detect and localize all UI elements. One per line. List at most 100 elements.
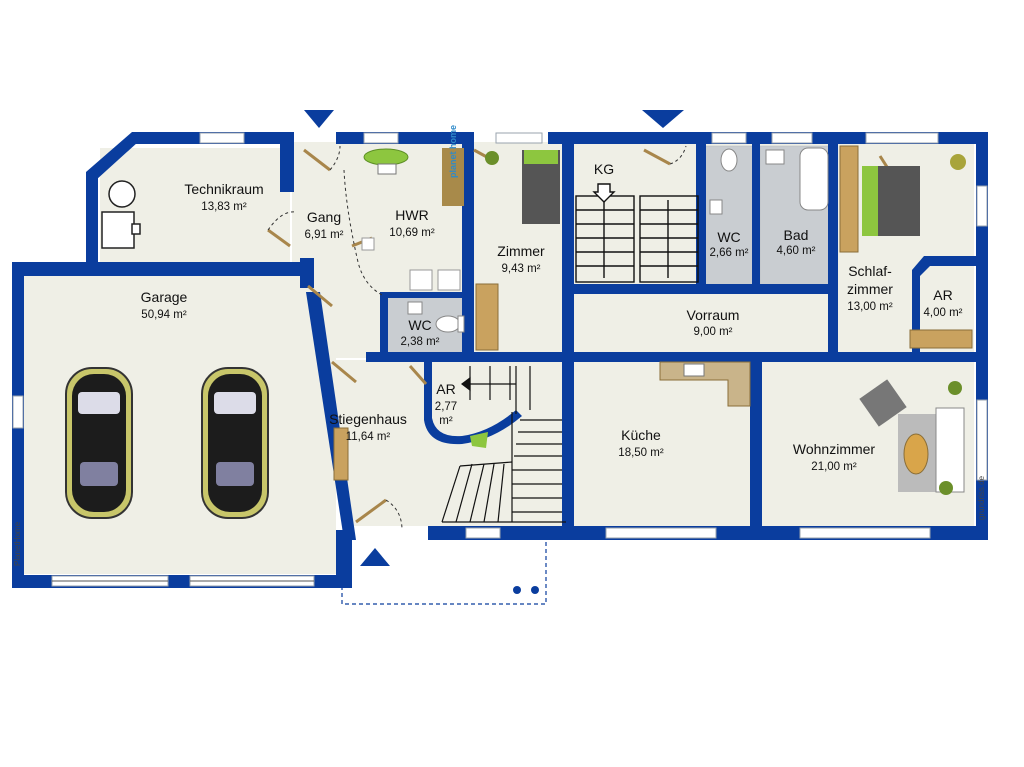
zimmer-furniture — [475, 150, 560, 351]
room-name-wohnzimmer: Wohnzimmer — [793, 441, 876, 457]
dot — [531, 586, 539, 594]
room-labels: Technikraum 13,83 m² Gang 6,91 m² HWR 10… — [141, 161, 963, 473]
room-area-bad: 4,60 m² — [777, 245, 816, 257]
room-name-kueche: Küche — [621, 427, 661, 443]
schlafzimmer-furniture — [839, 145, 973, 349]
wall — [12, 262, 308, 276]
room-name-zimmer: Zimmer — [497, 243, 545, 259]
stair-winder — [455, 463, 473, 523]
kitchen-counter-icon — [659, 361, 751, 407]
coffee-table-icon — [903, 433, 929, 475]
room-name-schlafzimmer-1: Schlaf- — [848, 263, 892, 279]
wall — [386, 292, 468, 298]
wall — [752, 132, 760, 292]
door-entry-gang — [303, 148, 331, 172]
window — [199, 132, 245, 144]
door-ar-stair — [408, 365, 428, 385]
window — [465, 527, 501, 539]
door-swings — [267, 145, 687, 531]
washer-icon — [409, 269, 433, 291]
wall — [86, 132, 138, 180]
plant-icon — [470, 432, 488, 448]
room-name-kg: KG — [594, 161, 614, 177]
room-name-gang: Gang — [307, 209, 341, 225]
door-front — [355, 498, 387, 524]
wohnzimmer-furniture — [859, 379, 965, 495]
pillow-icon — [524, 150, 558, 164]
room-name-bad: Bad — [784, 227, 809, 243]
wall — [828, 132, 838, 352]
wall — [706, 132, 988, 144]
wall — [380, 292, 388, 358]
door-kg — [643, 148, 671, 166]
entry-arrow-top-middle — [642, 110, 684, 128]
floor-kg — [572, 142, 700, 290]
room-name-vorraum: Vorraum — [687, 307, 740, 323]
sink-icon — [683, 363, 705, 377]
toilet-tank-icon — [457, 315, 465, 333]
shoe-cabinet-icon — [333, 427, 349, 481]
shelf-icon — [909, 329, 973, 349]
wall — [300, 258, 314, 288]
room-area-gang: 6,91 m² — [305, 229, 344, 241]
room-name-technikraum: Technikraum — [184, 181, 263, 197]
tank-valve-icon — [131, 223, 141, 235]
wall — [572, 284, 838, 294]
door-stiegenhaus — [331, 360, 357, 384]
window — [976, 185, 988, 227]
sofa-icon — [935, 407, 965, 493]
stairs-main — [441, 366, 566, 523]
plant-icon — [939, 481, 953, 495]
window — [976, 399, 988, 481]
technikraum-equipment — [101, 180, 141, 249]
stool-icon — [377, 163, 397, 175]
stair-winder — [441, 465, 461, 523]
pillow-icon — [862, 166, 878, 236]
wall — [900, 256, 976, 352]
branding-right: grundriss.de — [977, 475, 986, 520]
room-area-ar-stair-1: 2,77 — [435, 401, 457, 413]
room-area-ar-right: 4,00 m² — [924, 307, 963, 319]
floor-technikraum — [100, 148, 290, 268]
basin-icon — [407, 301, 423, 315]
floor-vorraum — [572, 294, 836, 352]
door-garage — [307, 284, 333, 308]
tank-icon — [101, 211, 135, 249]
room-name-ar-right: AR — [933, 287, 952, 303]
wall — [86, 172, 98, 272]
plant-icon — [950, 154, 966, 170]
room-name-hwr: HWR — [395, 207, 428, 223]
basin-icon — [765, 149, 785, 165]
door-swing — [329, 145, 341, 171]
door-swing — [343, 169, 385, 297]
room-area-hwr: 10,69 m² — [389, 227, 435, 239]
door-swing — [669, 145, 687, 165]
basin-icon — [361, 237, 375, 251]
shelf-icon — [442, 148, 464, 206]
wall — [750, 360, 762, 536]
boiler-icon — [108, 180, 136, 208]
bathtub-icon — [799, 147, 829, 211]
room-area-technikraum: 13,83 m² — [201, 201, 247, 213]
doors — [267, 148, 896, 524]
room-area-garage: 50,94 m² — [141, 309, 187, 321]
window — [495, 132, 543, 144]
wall — [280, 132, 294, 192]
door-technikraum — [267, 228, 291, 248]
floor-stiegenhaus — [316, 360, 566, 526]
window — [799, 527, 931, 539]
stair-flight — [639, 195, 699, 283]
arrow-down-icon — [592, 183, 616, 203]
hwr-furniture: planet home — [361, 125, 464, 291]
floor-kueche — [574, 360, 754, 526]
room-name-wc-top: WC — [717, 229, 740, 245]
sink-icon — [363, 148, 409, 166]
room-area-schlafzimmer: 13,00 m² — [847, 301, 893, 313]
dryer-icon — [437, 269, 461, 291]
plant-icon — [948, 381, 962, 395]
stair-winder — [459, 461, 513, 467]
door-swing — [267, 211, 297, 231]
door-swing — [385, 499, 403, 531]
wall — [366, 352, 976, 362]
